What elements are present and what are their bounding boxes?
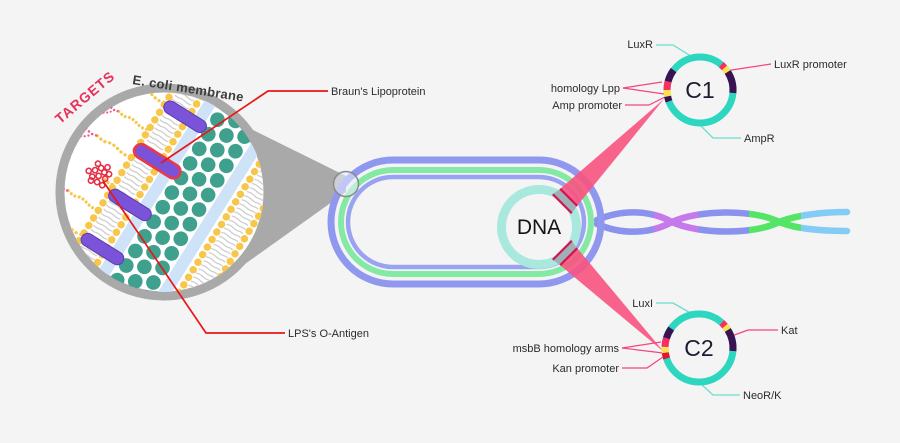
c1-homology-line-a: [622, 81, 663, 89]
bacterial-cell: [327, 156, 605, 288]
c1-ampr-line: [699, 124, 741, 139]
c2-homology-line-a: [621, 341, 662, 349]
c1-luxr-promoter-line: [724, 63, 772, 72]
c1-seg-pink-left: [663, 80, 672, 91]
c1-name: C1: [685, 77, 714, 103]
target-callouts: Braun's Lipoprotein LPS's O-Antigen: [102, 86, 425, 340]
c2-kan-promoter-label: Kan promoter: [552, 363, 619, 375]
genomic-dna-ring: [497, 185, 581, 269]
c2-luxi-label: LuxI: [632, 298, 653, 310]
c1-homology-line-b: [622, 87, 665, 95]
c2-neor-line: [700, 383, 740, 396]
c1-luxr-promoter-label: LuxR promoter: [774, 59, 847, 71]
periplasm-band: [64, 92, 261, 292]
c2-seg-pink-right: [719, 320, 728, 329]
c2-kat-line: [728, 329, 778, 338]
plasmid-c2: C2 LuxI Kat msbB homology arms Kan promo…: [513, 298, 798, 402]
magnifier-cone: [245, 130, 346, 264]
c1-seg-purple-left: [664, 68, 677, 83]
c1-seg-pink-right: [718, 62, 728, 71]
lps-callout-line: [102, 180, 285, 334]
integration-beam-c1: [552, 99, 664, 214]
c1-seg-purple-right: [724, 70, 737, 94]
braun-callout-line: [160, 90, 328, 164]
lps-callout-label: LPS's O-Antigen: [288, 328, 369, 340]
c1-luxr-label: LuxR: [627, 39, 653, 51]
braun-callout-label: Braun's Lipoprotein: [331, 86, 425, 98]
c1-luxr-line: [656, 44, 695, 59]
c2-name: C2: [684, 335, 713, 361]
c2-seg-yellow-right: [722, 323, 731, 332]
c2-luxi-line: [656, 302, 695, 316]
lipoprotein-rod-highlighted: [132, 142, 182, 180]
dna-strands: [593, 208, 851, 235]
cell-outer-membrane: [327, 156, 605, 288]
c2-homology-label: msbB homology arms: [513, 343, 620, 355]
integration-beam-c2: [552, 240, 664, 352]
lipoprotein-rod: [163, 100, 207, 134]
c1-homology-label: homology Lpp: [551, 83, 620, 95]
lps-chain: [64, 228, 67, 272]
cell-inner-membrane: [345, 174, 587, 270]
c1-seg-yellow-left: [663, 89, 672, 97]
lipoprotein-rod: [80, 232, 125, 266]
inner-membrane-bilayer: [118, 92, 264, 292]
c2-kat-label: Kat: [781, 325, 798, 337]
c2-seg-red-small: [661, 352, 671, 360]
cell-cell-wall: [338, 167, 594, 277]
c2-neor-label: NeoR/K: [743, 390, 782, 402]
c2-kan-promoter-line: [622, 356, 664, 369]
c2-seg-purple-left: [663, 326, 675, 340]
c1-amp-promoter-label: Amp promoter: [552, 100, 622, 112]
c2-seg-pink-left: [661, 337, 670, 348]
c1-seg-purple-small: [664, 95, 673, 103]
c1-ampr-label: AmpR: [744, 133, 775, 145]
c1-seg-yellow-right: [721, 65, 731, 74]
c2-homology-line-b: [621, 347, 664, 354]
magnifier-lens-circle: [332, 170, 360, 198]
dna-label: DNA: [517, 216, 561, 239]
c1-amp-promoter-line: [625, 96, 666, 106]
plasmid-c1: C1 LuxR LuxR promoter homology Lpp Amp p…: [551, 39, 847, 145]
c2-seg-purple-right: [724, 328, 737, 352]
